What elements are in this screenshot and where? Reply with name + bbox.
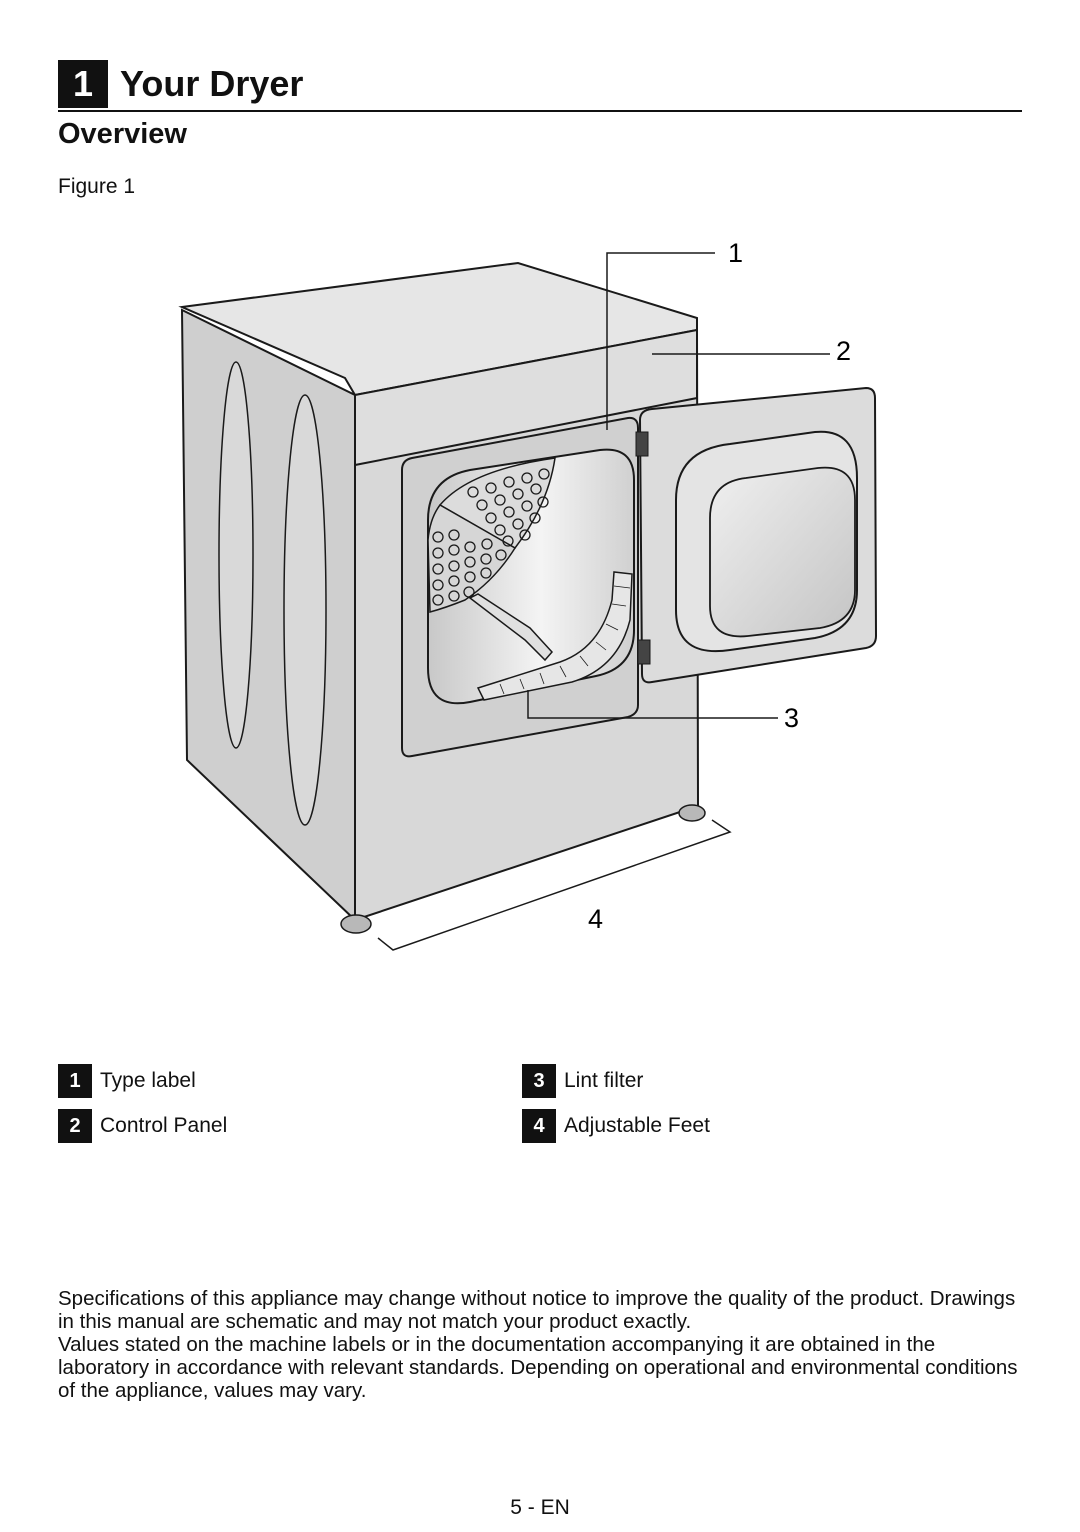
callout-number-2: 2	[836, 336, 851, 366]
callout-number-1: 1	[728, 238, 743, 268]
callout-number-4: 4	[588, 904, 603, 934]
chapter-number-badge: 1	[58, 60, 108, 108]
disclaimer-paragraph: Values stated on the machine labels or i…	[58, 1333, 1018, 1402]
disclaimer-paragraph: Specifications of this appliance may cha…	[58, 1287, 1016, 1333]
adjustable-foot	[678, 804, 706, 822]
door-hinge	[637, 639, 651, 665]
legend-label: Lint filter	[564, 1069, 644, 1092]
page-number: 5 - EN	[510, 1496, 570, 1519]
side-panel-recess	[218, 361, 254, 749]
legend-label: Control Panel	[100, 1114, 228, 1137]
section-title: Overview	[58, 118, 187, 150]
lint-filter-mesh	[499, 585, 631, 695]
disclaimer-text: Specifications of this appliance may cha…	[58, 1287, 1028, 1402]
door-hinge	[635, 431, 649, 457]
legend-label: Type label	[100, 1069, 196, 1092]
chapter-title: Your Dryer	[120, 63, 304, 104]
control-panel	[354, 328, 698, 467]
side-panel-recess	[283, 394, 327, 826]
chapter-header: 1 Your Dryer	[58, 58, 1022, 112]
legend-number: 2	[58, 1109, 92, 1143]
adjustable-foot	[340, 914, 372, 934]
legend-number: 4	[522, 1109, 556, 1143]
callout-line-1	[606, 252, 715, 430]
lint-filter-handle	[468, 593, 554, 662]
dryer-illustration: 1 2 3 4	[178, 238, 878, 951]
legend-number: 3	[522, 1064, 556, 1098]
figure-label: Figure 1	[58, 175, 136, 198]
door-window-glass	[709, 466, 856, 638]
legend-number: 1	[58, 1064, 92, 1098]
drum-paddle	[438, 457, 556, 549]
drum-perforations	[432, 468, 550, 606]
callout-line-3	[527, 690, 778, 719]
callout-bracket-4	[377, 819, 732, 951]
legend-label: Adjustable Feet	[564, 1114, 710, 1137]
dryer-side-panel	[180, 308, 356, 923]
callout-number-3: 3	[784, 703, 799, 733]
lint-filter	[476, 571, 633, 701]
